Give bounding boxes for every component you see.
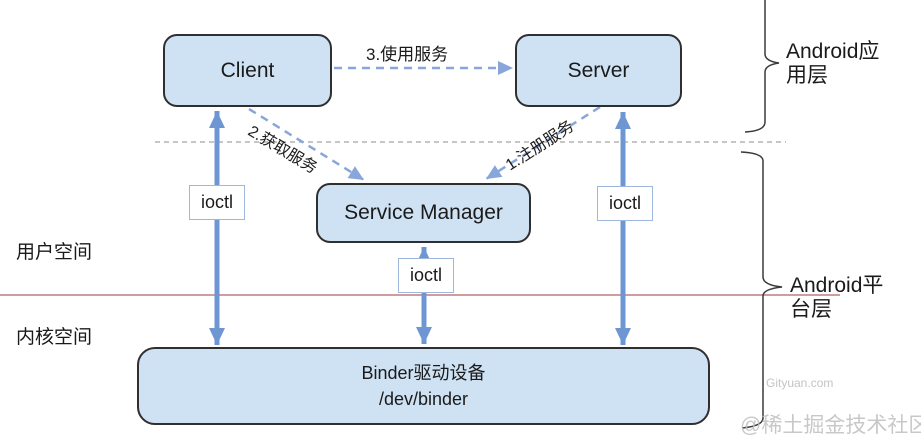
node-client-label: Client	[220, 58, 275, 82]
brace-app-layer	[744, 0, 780, 133]
ioctl-badge-server: ioctl	[597, 186, 653, 221]
node-binder-driver-path: /dev/binder	[378, 389, 469, 409]
region-label-user-space: 用户空间	[16, 242, 93, 263]
node-service-manager: Service Manager	[316, 183, 531, 243]
layer-label-android-app: Android应用层	[786, 40, 880, 87]
node-server: Server	[515, 34, 682, 107]
ioctl-badge-servicemanager-label: ioctl	[409, 265, 442, 285]
ioctl-badge-client: ioctl	[189, 185, 245, 220]
node-binder-driver-title: Binder驱动设备	[361, 363, 486, 383]
ioctl-badge-servicemanager: ioctl	[398, 258, 454, 293]
ioctl-badge-server-label: ioctl	[608, 193, 641, 213]
edge-label-use-service: 3.使用服务	[366, 45, 449, 64]
node-service-manager-label: Service Manager	[344, 201, 503, 224]
brace-platform-layer	[740, 151, 783, 429]
watermark-juejin-community: @稀土掘金技术社区	[740, 414, 921, 437]
arrow-register-service	[485, 105, 601, 181]
arrow-get-service	[248, 107, 365, 182]
node-client: Client	[163, 34, 332, 107]
node-binder-driver: Binder驱动设备 /dev/binder	[137, 347, 710, 425]
region-label-kernel-space: 内核空间	[16, 327, 93, 348]
ioctl-badge-client-label: ioctl	[200, 192, 233, 212]
node-server-label: Server	[567, 58, 630, 82]
layer-label-android-platform: Android平台层	[790, 274, 884, 321]
watermark-gityuan: Gityuan.com	[766, 376, 834, 390]
